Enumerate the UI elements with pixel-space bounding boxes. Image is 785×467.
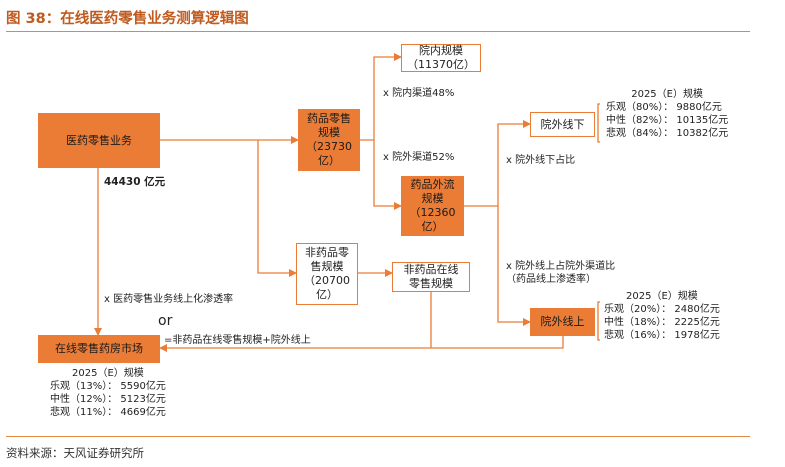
online-scenario-pessimistic: 悲观（16%）： 1978亿元 bbox=[604, 330, 720, 341]
edge-to-drug-outflow bbox=[373, 140, 402, 210]
drug-outflow-label: 药品外流 规模 （12360 亿） bbox=[409, 178, 456, 233]
total-value-label: 44430 亿元 bbox=[104, 176, 166, 188]
offline-outside-box: 院外线下 bbox=[530, 112, 595, 137]
in-hospital-share-label: x 院内渠道48% bbox=[383, 88, 455, 99]
online-pharmacy-box: 在线零售药房市场 bbox=[38, 335, 160, 363]
source-rule bbox=[6, 436, 750, 437]
non-drug-retail-box: 非药品零 售规模 （20700 亿） bbox=[296, 243, 358, 305]
non-drug-online-label: 非药品在线 零售规模 bbox=[403, 263, 459, 290]
online-scenario-table: 2025（E）规模 乐观（20%）： 2480亿元 中性（18%）： 2225亿… bbox=[604, 290, 720, 342]
edge-to-non-drug-retail bbox=[257, 140, 297, 277]
online-scenario-neutral: 中性（18%）： 2225亿元 bbox=[604, 317, 720, 328]
offline-outside-label: 院外线下 bbox=[540, 117, 585, 131]
pharma-retail-box: 医药零售业务 bbox=[38, 113, 160, 168]
online-scenario-header: 2025（E）规模 bbox=[626, 291, 698, 302]
pharmacy-scenario-table: 2025（E）规模 乐观（13%）： 5590亿元 中性（12%）： 5123亿… bbox=[50, 367, 166, 419]
edge-to-offline bbox=[464, 120, 531, 207]
online-scenario-optimistic: 乐观（20%）： 2480亿元 bbox=[604, 304, 720, 315]
formula-label: =非药品在线零售规模+院外线上 bbox=[164, 335, 311, 346]
offline-scenario-neutral: 中性（82%）： 10135亿元 bbox=[606, 115, 729, 126]
edge-merge-to-pharmacy bbox=[159, 336, 564, 352]
drug-retail-label: 药品零售 规模 （23730 亿） bbox=[306, 112, 352, 167]
offline-scenario-table: 2025（E）规模 乐观（80%）： 9880亿元 中性（82%）： 10135… bbox=[606, 88, 728, 140]
pharmacy-scenario-pessimistic: 悲观（11%）： 4669亿元 bbox=[50, 407, 166, 418]
online-bracket bbox=[597, 301, 600, 341]
or-label: or bbox=[158, 313, 173, 329]
drug-retail-box: 药品零售 规模 （23730 亿） bbox=[298, 109, 360, 171]
pharma-retail-label: 医药零售业务 bbox=[66, 133, 132, 147]
online-outside-box: 院外线上 bbox=[530, 308, 595, 336]
offline-scenario-header: 2025（E）规模 bbox=[631, 89, 703, 100]
source-note: 资料来源：天风证券研究所 bbox=[6, 446, 144, 460]
hospital-internal-label: 院内规模 （11370亿） bbox=[407, 44, 475, 71]
offline-bracket bbox=[597, 103, 600, 143]
pharmacy-scenario-header: 2025（E）规模 bbox=[72, 368, 144, 379]
online-share-label: x 院外线上占院外渠道比 （药品线上渗透率） bbox=[506, 261, 616, 285]
offline-share-label: x 院外线下占比 bbox=[506, 155, 576, 166]
online-pharmacy-label: 在线零售药房市场 bbox=[55, 342, 143, 355]
offline-scenario-optimistic: 乐观（80%）： 9880亿元 bbox=[606, 102, 722, 113]
edge-to-online bbox=[497, 206, 531, 326]
pharmacy-scenario-optimistic: 乐观（13%）： 5590亿元 bbox=[50, 381, 166, 392]
online-penetration-label: x 医药零售业务线上化渗透率 bbox=[104, 294, 234, 305]
non-drug-retail-label: 非药品零 售规模 （20700 亿） bbox=[304, 246, 350, 301]
drug-outflow-box: 药品外流 规模 （12360 亿） bbox=[401, 176, 464, 236]
offline-scenario-pessimistic: 悲观（84%）： 10382亿元 bbox=[606, 128, 729, 139]
online-outside-label: 院外线上 bbox=[540, 315, 585, 328]
non-drug-online-box: 非药品在线 零售规模 bbox=[392, 262, 470, 292]
edge-to-hospital-internal bbox=[360, 53, 402, 141]
pharmacy-scenario-neutral: 中性（12%）： 5123亿元 bbox=[50, 394, 166, 405]
hospital-internal-box: 院内规模 （11370亿） bbox=[401, 44, 481, 72]
title-rule bbox=[6, 31, 750, 32]
figure-title: 图 38：在线医药零售业务测算逻辑图 bbox=[6, 11, 249, 27]
outside-hospital-share-label: x 院外渠道52% bbox=[383, 152, 455, 163]
